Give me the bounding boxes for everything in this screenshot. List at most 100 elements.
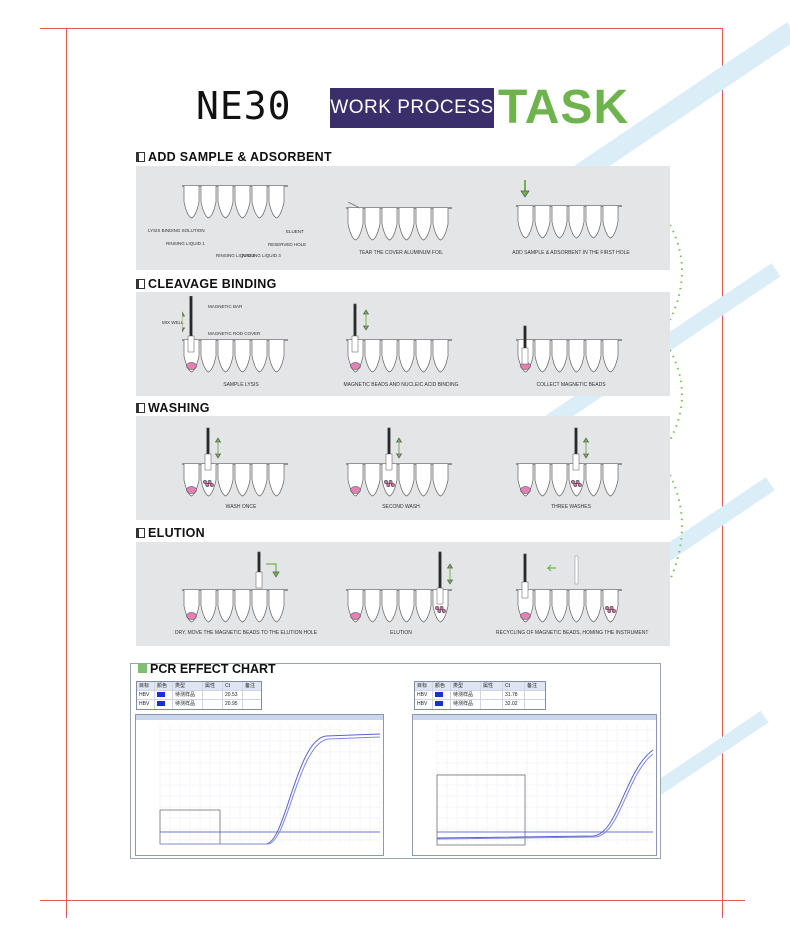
tube: [415, 464, 432, 497]
tube: [234, 186, 251, 219]
column-header[interactable]: 类型: [173, 682, 203, 690]
sample-liquid: [520, 612, 531, 620]
washing-panel: WASH ONCE SECOND WASH THREE WASHES: [136, 416, 670, 520]
tube: [602, 340, 619, 373]
rod-cover: [572, 453, 580, 471]
cell-ct: 20.95: [223, 700, 243, 709]
amplification-plot-right[interactable]: [412, 714, 657, 856]
section-title-cleavage: CLEAVAGE BINDING: [136, 277, 277, 291]
amplification-plot-left[interactable]: [135, 714, 384, 856]
foil-edge: [347, 202, 361, 209]
results-table-left: 目标 颜色 类型 属性 Ct 备注 HBV 待测样品 20.53 HBV 待测样…: [136, 681, 262, 710]
caption: MAGNETIC BEADS AND NUCLEIC ACID BINDING: [343, 382, 459, 388]
table-row[interactable]: HBV 待测样品 20.53: [137, 691, 261, 700]
sample-liquid: [186, 486, 197, 494]
cell-color: [433, 700, 451, 709]
label-rinse3: RINSING LIQUID 3: [242, 253, 281, 258]
section-title-add-sample: ADD SAMPLE & ADSORBENT: [136, 150, 332, 164]
column-header[interactable]: 目标: [137, 682, 155, 690]
tube: [551, 590, 568, 623]
caption: SECOND WASH: [382, 504, 420, 510]
cell-target: HBV: [415, 691, 433, 699]
section-marker-icon: [136, 152, 145, 162]
tube: [251, 590, 268, 623]
tube: [568, 206, 585, 239]
label-rinse1: RINSING LIQUID 1: [166, 241, 205, 246]
left-arrow-icon: [546, 564, 556, 572]
magnetic-bead: [575, 480, 580, 484]
rod-cover: [521, 347, 529, 365]
strip-illustration: [182, 427, 288, 497]
tube: [534, 206, 551, 239]
magnetic-bead: [437, 609, 442, 613]
magnetic-bead: [439, 606, 444, 610]
tube: [217, 464, 234, 497]
rod-cover: [351, 335, 359, 353]
strip-illustration: [516, 427, 622, 497]
tube: [251, 186, 268, 219]
tube: [200, 186, 217, 219]
column-header[interactable]: 备注: [245, 683, 256, 689]
column-header[interactable]: Ct: [223, 682, 243, 690]
cell-target: HBV: [415, 700, 433, 709]
caption: WASH ONCE: [225, 504, 257, 510]
tube: [585, 206, 602, 239]
tube: [200, 340, 217, 373]
column-header[interactable]: 备注: [527, 683, 538, 689]
tube: [398, 208, 415, 241]
column-header[interactable]: 属性: [481, 682, 503, 690]
magnetic-bead: [384, 480, 388, 484]
label-lysis: LYSIS BINDING SOLUTION: [148, 228, 205, 233]
column-header[interactable]: Ct: [503, 682, 525, 690]
tube: [364, 464, 381, 497]
tube: [534, 340, 551, 373]
cell-note: [525, 700, 545, 709]
tube: [217, 186, 234, 219]
color-swatch: [435, 700, 443, 706]
magnetic-rod: [206, 427, 210, 459]
tube: [534, 464, 551, 497]
cell-ct: 32.02: [503, 700, 525, 709]
tube: [268, 464, 285, 497]
add-sample-panel: LYSIS BINDING SOLUTION RINSING LIQUID 1 …: [136, 166, 670, 270]
column-header[interactable]: 属性: [203, 682, 223, 690]
plot-toolbar: [413, 715, 656, 720]
tube: [381, 590, 398, 623]
column-header[interactable]: 颜色: [433, 682, 451, 690]
caption: ADD SAMPLE & ADSORBENT IN THE FIRST HOLE: [512, 250, 630, 256]
cleavage-panel: MAGNETIC BAR MIX WELL MAGNETIC ROD COVER…: [136, 292, 670, 396]
strip-illustration: [346, 202, 452, 241]
column-header[interactable]: 目标: [415, 682, 433, 690]
tube: [347, 208, 364, 241]
tube: [200, 590, 217, 623]
column-header[interactable]: 类型: [451, 682, 481, 690]
strip-illustration: [346, 551, 454, 623]
model-title: NE30: [196, 84, 292, 128]
strip-illustration: [182, 296, 288, 373]
frame-left-line: [66, 28, 67, 918]
table-row[interactable]: HBV 待测样品 31.78: [415, 691, 545, 700]
tube: [415, 590, 432, 623]
magnetic-bead: [435, 606, 439, 610]
magnetic-bead: [207, 480, 212, 484]
magnetic-bead: [386, 483, 391, 487]
section-title-elution: ELUTION: [136, 526, 205, 540]
tube: [534, 590, 551, 623]
plot-toolbar: [136, 715, 383, 720]
tube: [415, 208, 432, 241]
table-row[interactable]: HBV 待测样品 32.02: [415, 700, 545, 709]
magnetic-rod: [353, 303, 357, 341]
column-header[interactable]: 颜色: [155, 682, 173, 690]
rod-cover: [385, 453, 393, 471]
rod-cover: [255, 571, 263, 589]
tube: [585, 464, 602, 497]
label-reserved: RESERVED HOLE: [268, 242, 307, 247]
sample-liquid: [520, 486, 531, 494]
table-row[interactable]: HBV 待测样品 20.95: [137, 700, 261, 709]
tube: [268, 340, 285, 373]
amplification-curve-left: [159, 725, 381, 845]
sample-liquid: [350, 362, 361, 370]
tube: [432, 208, 449, 241]
cell-target: HBV: [137, 700, 155, 709]
tube: [568, 464, 585, 497]
